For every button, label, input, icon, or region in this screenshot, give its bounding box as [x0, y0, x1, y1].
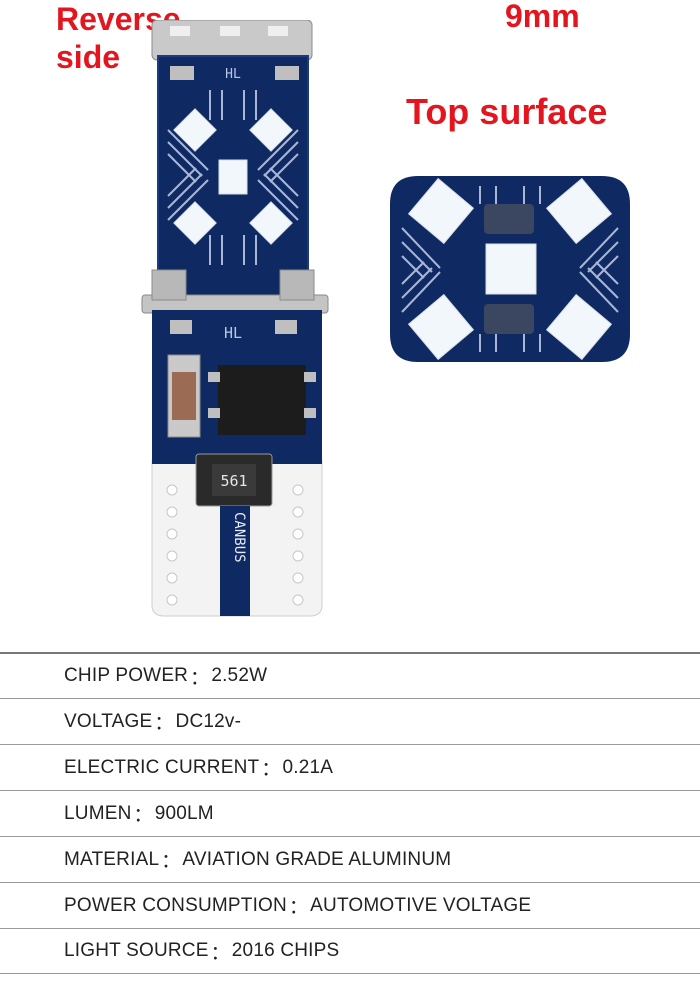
led-bulb-reverse-image: HL HL	[141, 20, 329, 617]
pcb-marking-mid: HL	[224, 324, 242, 342]
spec-table: CHIP POWER：2.52W VOLTAGE：DC12v- ELECTRIC…	[0, 652, 700, 974]
top-surface-label: Top surface	[406, 91, 608, 132]
spec-value: 2016 CHIPS	[231, 940, 340, 961]
spec-row-light-source: LIGHT SOURCE：2016 CHIPS	[0, 928, 700, 974]
spec-value: AUTOMOTIVE VOLTAGE	[310, 894, 532, 916]
spec-row-power-consumption: POWER CONSUMPTION：AUTOMOTIVE VOLTAGE	[0, 882, 700, 928]
product-hero: Reverse side 9mm Top surface HL	[56, 0, 630, 617]
spec-value: 900LM	[154, 802, 214, 824]
spec-label: CHIP POWER	[64, 665, 189, 686]
spec-label: ELECTRIC CURRENT	[64, 756, 260, 778]
spec-label: VOLTAGE	[64, 710, 153, 732]
reverse-side-label: Reverse side	[56, 1, 181, 75]
spec-row-lumen: LUMEN：900LM	[0, 790, 700, 836]
pcb-marking-top: HL	[225, 67, 241, 82]
spec-label: MATERIAL	[64, 848, 160, 870]
led-chip	[173, 108, 293, 245]
spec-label: LUMEN	[64, 802, 132, 824]
spec-row-chip-power: CHIP POWER：2.52W	[0, 652, 700, 698]
canbus-text: CANBUS	[231, 512, 247, 563]
spec-value: 0.21A	[282, 756, 334, 778]
spec-value: AVIATION GRADE ALUMINUM	[182, 848, 452, 870]
led-top-surface-image	[390, 176, 630, 362]
size-label: 9mm	[505, 0, 580, 34]
spec-value: DC12v-	[175, 710, 242, 732]
spec-row-electric-current: ELECTRIC CURRENT：0.21A	[0, 744, 700, 790]
spec-value: 2.52W	[211, 665, 268, 686]
spec-row-voltage: VOLTAGE：DC12v-	[0, 698, 700, 744]
spec-row-material: MATERIAL：AVIATION GRADE ALUMINUM	[0, 836, 700, 882]
spec-label: LIGHT SOURCE	[64, 940, 209, 961]
spec-label: POWER CONSUMPTION	[64, 894, 287, 916]
resistor-code: 561	[220, 472, 247, 490]
